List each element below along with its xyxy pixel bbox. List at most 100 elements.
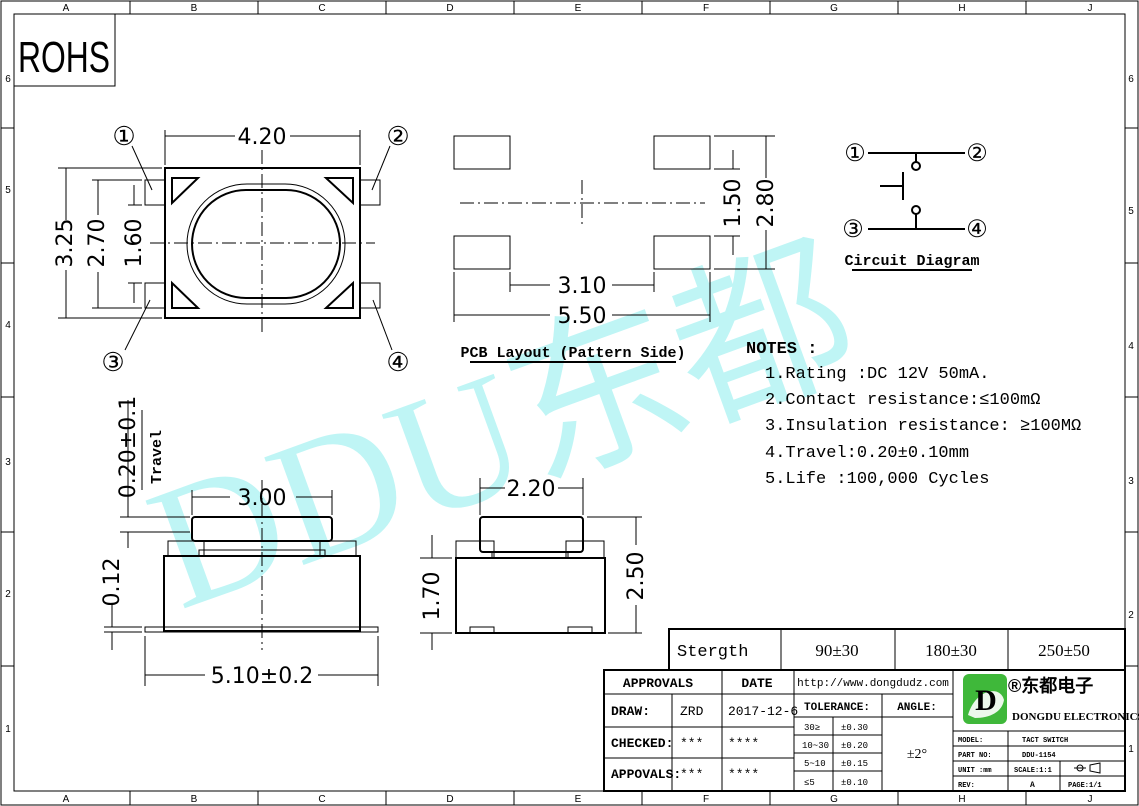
note-item: 5.Life :100,000 Cycles	[765, 470, 989, 489]
strength-value: 180±30	[925, 641, 977, 660]
note-item: 3.Insulation resistance: ≥100MΩ	[765, 417, 1081, 436]
dim-top-height-mid: 2.70	[85, 219, 110, 268]
checked-label: CHECKED:	[611, 736, 673, 751]
col-label-top: A	[63, 3, 70, 14]
draw-date: 2017-12-6	[728, 704, 798, 719]
date-header: DATE	[741, 676, 772, 691]
col-label-top: H	[958, 3, 965, 14]
angle-value: ±2°	[907, 747, 927, 762]
appovals-label: APPOVALS:	[611, 767, 681, 782]
dim-top-height-inner: 1.60	[122, 219, 147, 268]
row-label-right: 1	[1128, 744, 1134, 755]
strength-value: 90±30	[815, 641, 858, 660]
dim-pcb-d: 5.50	[558, 304, 607, 329]
tolerance-value: ±0.30	[841, 723, 868, 733]
approvals-header: APPROVALS	[623, 676, 693, 691]
checked-date: ****	[728, 736, 759, 751]
model-label: MODEL:	[958, 737, 983, 745]
title-block: APPROVALS DATE DRAW: ZRD 2017-12-6 CHECK…	[603, 669, 1139, 792]
col-label-bottom: C	[318, 794, 325, 805]
draw-label: DRAW:	[611, 704, 650, 719]
col-label-top: B	[191, 3, 198, 14]
tolerance-range: ≤5	[804, 778, 815, 788]
appovals-name: ***	[680, 767, 703, 782]
tolerance-range: 30≥	[804, 723, 820, 733]
row-label-left: 5	[5, 185, 11, 196]
row-label-left: 6	[5, 74, 11, 85]
col-label-bottom: A	[63, 794, 70, 805]
top-view: 4.20 3.25 2.70 1.60 ① ② ③ ④	[53, 122, 410, 377]
tolerance-value: ±0.15	[841, 759, 868, 769]
col-label-top: G	[830, 3, 838, 14]
circuit-caption: Circuit Diagram	[844, 253, 979, 270]
strength-table: Stergth 90±30 180±30 250±50	[668, 628, 1126, 671]
appovals-date: ****	[728, 767, 759, 782]
dim-pcb-a: 1.50	[721, 179, 746, 228]
pin-1-label: ①	[112, 122, 135, 151]
dim-travel-label: Travel	[149, 430, 166, 484]
projection-symbol-icon	[1074, 762, 1101, 774]
rev-value: A	[1030, 781, 1035, 790]
unit-label: UNIT :mm	[958, 767, 992, 775]
checked-name: ***	[680, 736, 703, 751]
pcb-layout: 1.50 2.80 3.10 5.50 PCB Layout (Pattern …	[453, 135, 779, 363]
notes: NOTES : 1.Rating :DC 12V 50mA. 2.Contact…	[746, 340, 1081, 489]
dim-end-height-b: 2.50	[624, 552, 649, 601]
part-value: DDU-1154	[1022, 752, 1056, 760]
col-label-top: D	[446, 3, 453, 14]
scale-label: SCALE:1:1	[1014, 767, 1052, 775]
company-name-en: DONGDU ELECTRONICS	[1012, 711, 1139, 723]
row-label-right: 3	[1128, 476, 1134, 487]
tolerance-value: ±0.20	[841, 741, 868, 751]
logo-letter: D	[975, 684, 997, 717]
row-label-left: 2	[5, 589, 11, 600]
note-item: 2.Contact resistance:≤100mΩ	[765, 391, 1040, 410]
page-label: PAGE:1/1	[1068, 782, 1102, 790]
side-view: 3.00 0.20±0.1 Travel 0.12 5.10±0.2	[100, 396, 379, 689]
tolerance-label: TOLERANCE:	[804, 702, 870, 714]
col-label-bottom: H	[958, 794, 965, 805]
note-item: 4.Travel:0.20±0.10mm	[765, 444, 969, 463]
col-label-bottom: B	[191, 794, 198, 805]
col-label-bottom: J	[1088, 794, 1093, 805]
circuit-diagram: ① ② ③ ④ Circuit Diagram	[842, 141, 988, 271]
col-label-bottom: D	[446, 794, 453, 805]
company-name-cn: ®东都电子	[1008, 675, 1093, 696]
col-label-bottom: E	[575, 794, 582, 805]
company-url: http://www.dongdudz.com	[797, 678, 949, 690]
rohs-badge: ROHS	[13, 13, 116, 87]
part-label: PART NO:	[958, 752, 992, 760]
row-label-right: 4	[1128, 341, 1134, 352]
strength-value: 250±50	[1038, 641, 1090, 660]
pcb-caption: PCB Layout (Pattern Side)	[460, 345, 685, 362]
col-label-top: F	[703, 3, 709, 14]
angle-label: ANGLE:	[897, 702, 937, 714]
circuit-pin-1: ①	[844, 141, 866, 167]
company-logo: D	[963, 674, 1007, 724]
note-item: 1.Rating :DC 12V 50mA.	[765, 365, 989, 384]
col-label-top: J	[1088, 3, 1093, 14]
rev-label: REV:	[958, 782, 975, 790]
notes-title: NOTES :	[746, 340, 817, 359]
row-label-left: 3	[5, 457, 11, 468]
rohs-label: ROHS	[18, 33, 110, 82]
pin-4-label: ④	[386, 348, 409, 377]
row-label-right: 5	[1128, 206, 1134, 217]
dim-travel-value: 0.20±0.1	[116, 396, 141, 498]
dim-base-height: 0.12	[100, 558, 125, 607]
tolerance-range: 10~30	[802, 741, 829, 751]
row-label-right: 2	[1128, 610, 1134, 621]
draw-name: ZRD	[680, 704, 704, 719]
circuit-pin-3: ③	[842, 217, 864, 243]
col-label-top: C	[318, 3, 325, 14]
row-label-left: 4	[5, 320, 11, 331]
dim-top-height-outer: 3.25	[53, 219, 78, 268]
circuit-pin-2: ②	[966, 141, 988, 167]
strength-label: Stergth	[677, 643, 748, 662]
row-label-left: 1	[5, 724, 11, 735]
dim-actuator-width: 3.00	[238, 486, 287, 511]
col-label-bottom: F	[703, 794, 709, 805]
